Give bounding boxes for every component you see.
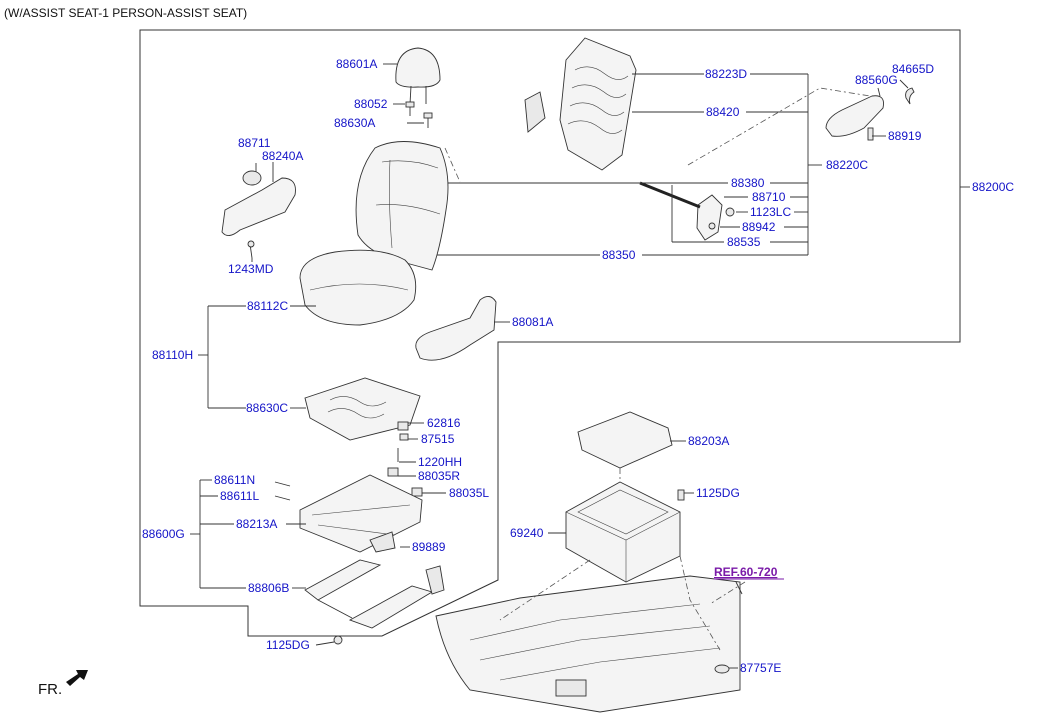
part-label-88535[interactable]: 88535: [727, 235, 761, 249]
seat-track-part: [274, 474, 445, 645]
dashed-guide-lines: [444, 87, 871, 651]
diagram-title: (W/ASSIST SEAT-1 PERSON-ASSIST SEAT): [4, 6, 247, 20]
part-label-88035L[interactable]: 88035L: [449, 486, 489, 500]
part-label-88630A[interactable]: 88630A: [334, 116, 375, 130]
floor-panel-part: [435, 575, 741, 713]
part-label-88203A[interactable]: 88203A: [688, 434, 729, 448]
part-label-88710[interactable]: 88710: [752, 190, 786, 204]
part-label-1220HH[interactable]: 1220HH: [418, 455, 462, 469]
part-label-88611N[interactable]: 88611N: [214, 473, 255, 487]
part-label-88220C[interactable]: 88220C: [826, 158, 868, 172]
part-label-1125DG-lower[interactable]: 1125DG: [266, 638, 310, 652]
part-label-88081A[interactable]: 88081A: [512, 315, 553, 329]
part-label-88711[interactable]: 88711: [238, 136, 271, 150]
part-label-1123LC[interactable]: 1123LC: [750, 205, 791, 219]
part-label-1125DG-box[interactable]: 1125DG: [696, 486, 740, 500]
part-label-88112C[interactable]: 88112C: [247, 299, 288, 313]
part-label-87757E[interactable]: 87757E: [740, 661, 781, 675]
leader-lines: [190, 63, 970, 669]
part-label-62816[interactable]: 62816: [427, 416, 461, 430]
part-label-88110H[interactable]: 88110H: [152, 348, 193, 362]
assembly-outline: [139, 29, 961, 637]
part-label-88560G[interactable]: 88560G: [855, 73, 898, 87]
cover-mat-part: [577, 411, 673, 469]
reference-link[interactable]: REF.60-720: [714, 565, 778, 579]
part-label-87515[interactable]: 87515: [421, 432, 455, 446]
part-label-84665D[interactable]: 84665D: [892, 62, 934, 76]
front-direction-icon: [66, 670, 88, 686]
part-label-88213A[interactable]: 88213A: [236, 517, 277, 531]
guide-bolt-part: [405, 101, 433, 128]
clip-part: [677, 489, 730, 674]
part-label-88420[interactable]: 88420: [706, 105, 740, 119]
part-label-1243MD[interactable]: 1243MD: [228, 262, 274, 276]
part-label-88380[interactable]: 88380: [731, 176, 765, 190]
part-label-88200C[interactable]: 88200C: [972, 180, 1014, 194]
part-label-88350[interactable]: 88350: [602, 248, 636, 262]
part-label-88630C[interactable]: 88630C: [246, 401, 288, 415]
part-label-88806B[interactable]: 88806B: [248, 581, 289, 595]
part-label-88601A[interactable]: 88601A: [336, 57, 377, 71]
part-label-88942[interactable]: 88942: [742, 220, 776, 234]
part-label-88611L[interactable]: 88611L: [220, 489, 259, 503]
part-label-88919[interactable]: 88919: [888, 129, 922, 143]
part-label-88035R[interactable]: 88035R: [418, 469, 460, 483]
part-label-88240A[interactable]: 88240A: [262, 149, 303, 163]
part-label-88223D[interactable]: 88223D: [705, 67, 747, 81]
headrest-part: [395, 47, 441, 105]
part-labels: 88601A 88052 88630A 88711 88240A 1243MD …: [142, 57, 1014, 675]
cushion-frame-part: [304, 377, 423, 497]
part-label-88052[interactable]: 88052: [354, 97, 388, 111]
seat-back-frame-part: [524, 37, 637, 171]
part-label-89889[interactable]: 89889: [412, 540, 446, 554]
storage-box-part: [565, 481, 681, 583]
seat-cushion-part: [299, 249, 417, 326]
armrest-part: [825, 87, 915, 141]
side-cover-part: [221, 170, 296, 259]
part-label-88600G[interactable]: 88600G: [142, 527, 185, 541]
side-shield-part: [415, 296, 497, 361]
part-label-69240[interactable]: 69240: [510, 526, 544, 540]
front-label: FR.: [38, 681, 62, 698]
recliner-part: [639, 181, 735, 241]
